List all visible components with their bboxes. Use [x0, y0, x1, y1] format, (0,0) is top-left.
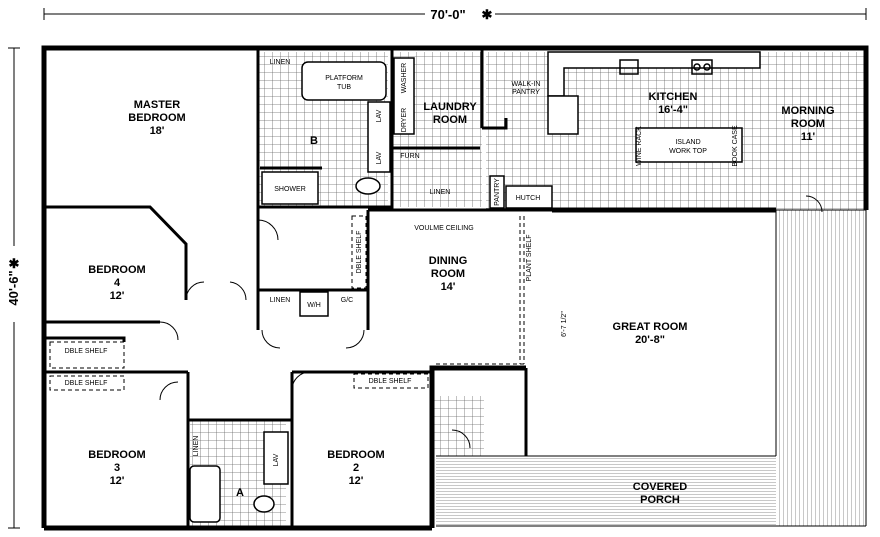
walk-in-pantry-label-2: PANTRY	[512, 89, 540, 96]
master-vanity	[367, 101, 391, 173]
width-asterisk: ✱	[482, 7, 493, 22]
hall-linen-label: LINEN	[270, 297, 291, 304]
deck-outline	[436, 209, 867, 527]
bedroom-4-number: 4	[114, 277, 121, 289]
island-label: ISLAND	[675, 139, 700, 146]
master-lav-2-label: LAV	[376, 151, 383, 164]
bath-a-lav-label: LAV	[273, 453, 280, 466]
shelves	[49, 215, 526, 391]
master-bedroom-label: MASTER	[134, 99, 181, 111]
bedroom-3-shelf-label: DBLE SHELF	[65, 380, 108, 387]
bath-a-toilet-icon	[253, 495, 275, 513]
bedroom-2-label: BEDROOM	[327, 449, 384, 461]
master-linen-label: LINEN	[270, 59, 291, 66]
bath-a-linen-label: LINEN	[193, 436, 200, 457]
laundry-label: LAUNDRY	[423, 101, 477, 113]
wine-rack-label: WINE RACK	[636, 126, 643, 166]
walk-in-pantry-label: WALK-IN	[512, 81, 541, 88]
furnace-label: FURN	[400, 153, 419, 160]
covered-porch-floor	[436, 458, 776, 526]
dining-room-label-2: ROOM	[431, 268, 465, 280]
kitchen-size: 16'-4"	[658, 104, 688, 116]
room-labels: MASTER BEDROOM 18' BEDROOM 4 12' BEDROOM…	[88, 91, 834, 506]
closet-shelf-label: DBLE SHELF	[356, 231, 363, 274]
interior-walls	[44, 50, 552, 526]
bedroom-3-label: BEDROOM	[88, 449, 145, 461]
washer-label: WASHER	[401, 63, 408, 93]
morning-room-size: 11'	[801, 131, 816, 143]
dryer-label: DRYER	[401, 108, 408, 132]
bath-b-label: B	[310, 135, 318, 147]
depth-asterisk: ✱	[9, 256, 20, 271]
morning-room-label-2: ROOM	[791, 118, 825, 130]
covered-porch-label-2: PORCH	[640, 494, 680, 506]
platform-tub-label-2: TUB	[337, 84, 351, 91]
great-room-size: 20'-8"	[635, 334, 665, 346]
overall-width-label: 70'-0"	[430, 7, 465, 22]
overall-depth-label: 40'-6"	[6, 270, 21, 305]
pantry-label: PANTRY	[494, 178, 501, 206]
water-heater	[299, 291, 329, 317]
covered-porch-label: COVERED	[633, 481, 687, 493]
dining-room-size: 14'	[441, 281, 456, 293]
fixture-labels: PLATFORM TUB LINEN SHOWER LAV LAV WASHER…	[65, 59, 739, 466]
exterior-walls	[41, 45, 869, 531]
bath-fixtures	[189, 57, 415, 523]
master-lav-1-label: LAV	[376, 109, 383, 122]
shower-label: SHOWER	[274, 186, 306, 193]
bedroom-2-shelf-label: DBLE SHELF	[369, 378, 412, 385]
morning-room-label: MORNING	[781, 105, 834, 117]
side-deck	[776, 210, 866, 526]
volume-ceiling-label: VOULME CEILING	[414, 225, 474, 232]
master-bedroom-size: 18'	[150, 125, 165, 137]
master-toilet-icon	[355, 177, 381, 195]
great-room-label: GREAT ROOM	[613, 321, 688, 333]
bedroom-4-size: 12'	[110, 290, 125, 302]
bedroom-4-label: BEDROOM	[88, 264, 145, 276]
water-heater-label: W/H	[307, 302, 321, 309]
master-shower	[261, 171, 319, 205]
bedroom-2-size: 12'	[349, 475, 364, 487]
dining-room-label: DINING	[429, 255, 468, 267]
kitchen-label: KITCHEN	[649, 91, 698, 103]
dimension-6-7-label: 6'-7 1/2"	[561, 311, 568, 337]
kitchen-counters	[489, 51, 761, 209]
door-swings	[159, 195, 823, 449]
laundry-linen-label: LINEN	[430, 189, 451, 196]
island-work-top	[635, 127, 743, 163]
plant-shelf-label: PLANT SHELF	[526, 235, 533, 282]
laundry-label-2: ROOM	[433, 114, 467, 126]
bedroom-4-shelf-label: DBLE SHELF	[65, 348, 108, 355]
platform-tub-label: PLATFORM	[325, 75, 363, 82]
master-bedroom-label-2: BEDROOM	[128, 112, 185, 124]
gc-label: G/C	[341, 297, 353, 304]
bath-a-vanity	[263, 431, 289, 485]
book-case-label: BOOK CASE	[732, 125, 739, 167]
bedroom-3-size: 12'	[110, 475, 125, 487]
hutch-label: HUTCH	[516, 195, 541, 202]
platform-tub	[301, 61, 387, 101]
bedroom-2-number: 2	[353, 462, 359, 474]
bath-a-label: A	[236, 487, 244, 499]
island-label-2: WORK TOP	[669, 148, 707, 155]
bedroom-3-number: 3	[114, 462, 120, 474]
bath-a-tub	[189, 465, 221, 523]
washer-dryer	[393, 57, 415, 135]
